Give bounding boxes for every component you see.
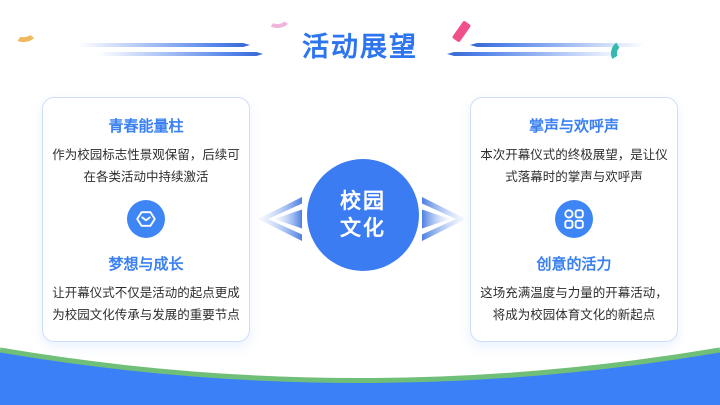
speed-line-right-bottom-icon	[447, 52, 625, 56]
left-card-top-body: 作为校园标志性景观保留，后续可在各类活动中持续激活	[52, 148, 240, 184]
chevron-right-arrow-icon	[422, 197, 466, 241]
app-grid-icon	[555, 200, 593, 238]
right-card-top-body: 本次开幕仪式的终极展望，是让仪式落幕时的掌声与欢呼声	[480, 148, 668, 184]
speed-line-right-top-icon	[470, 43, 645, 47]
hexagon-box-icon	[127, 200, 165, 238]
left-card-top-heading: 青春能量柱	[108, 118, 184, 135]
center-circle-line2: 文化	[340, 217, 386, 240]
left-card-bottom-body: 让开幕仪式不仅是活动的起点更成为校园文化传承与发展的重要节点	[52, 286, 240, 322]
bottom-wave	[0, 347, 720, 405]
right-card-top-heading: 掌声与欢呼声	[528, 118, 619, 135]
speed-line-left-bottom-icon	[98, 52, 263, 56]
page-title: 活动展望	[302, 32, 418, 62]
speed-line-left-top-icon	[78, 43, 250, 47]
center-circle-line1: 校园	[340, 190, 386, 213]
left-card-bottom-heading: 梦想与成长	[108, 256, 184, 273]
right-card: 掌声与欢呼声 本次开幕仪式的终极展望，是让仪式落幕时的掌声与欢呼声 创意的活力 …	[470, 97, 678, 342]
right-card-bottom-body: 这场充满温度与力量的开幕活动，将成为校园体育文化的新起点	[480, 286, 668, 322]
center-circle: 校园 文化	[307, 159, 419, 271]
chevron-left-arrow-icon	[258, 197, 302, 241]
right-card-bottom-heading: 创意的活力	[536, 256, 612, 273]
left-card: 青春能量柱 作为校园标志性景观保留，后续可在各类活动中持续激活 梦想与成长 让开…	[42, 97, 250, 342]
